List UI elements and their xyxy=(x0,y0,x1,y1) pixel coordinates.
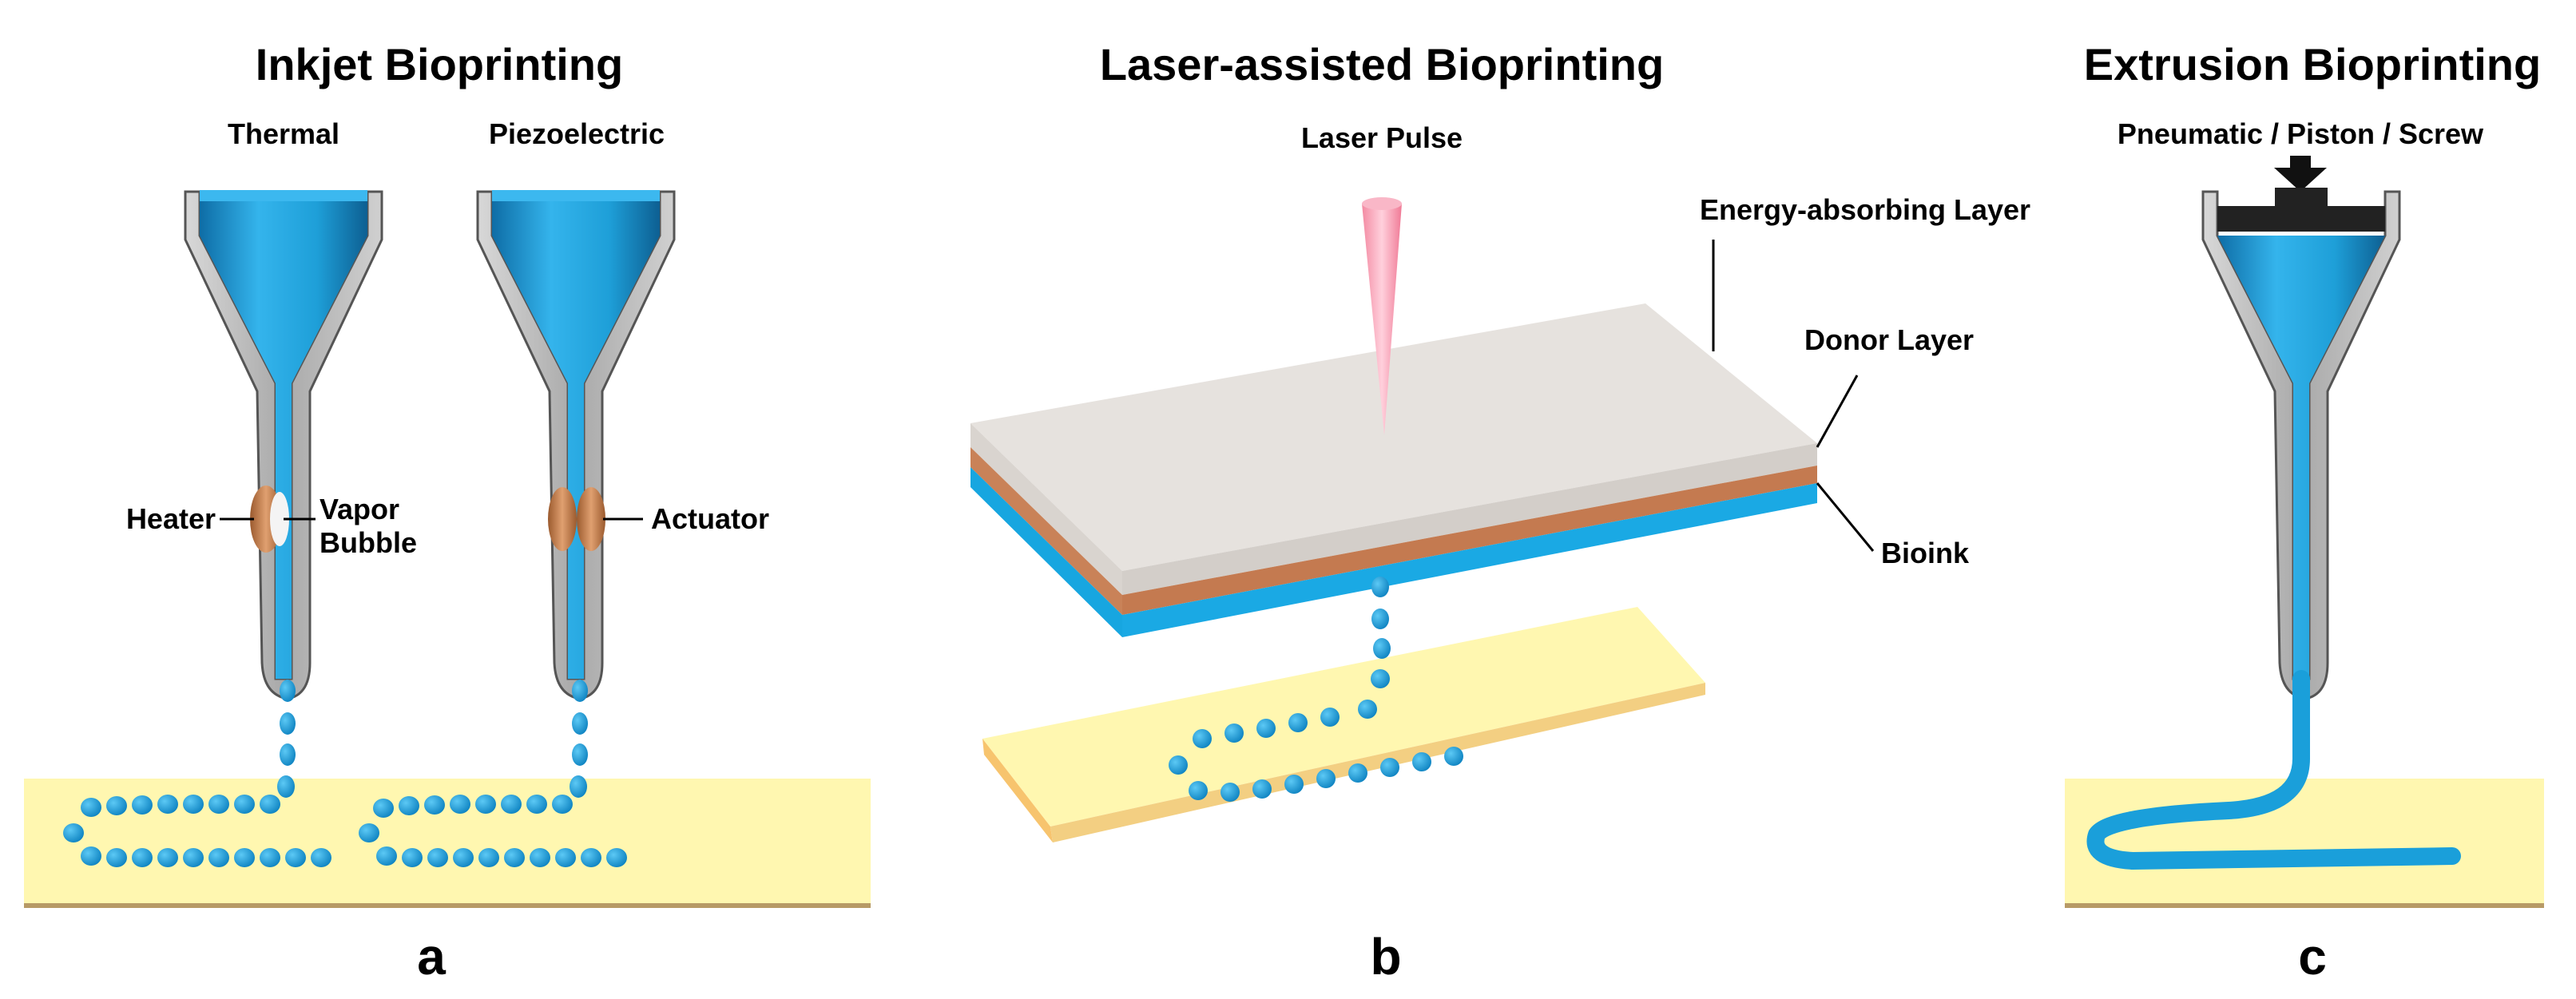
vapor-bubble-icon xyxy=(270,492,289,546)
panel-c: Extrusion Bioprinting Pneumatic / Piston… xyxy=(2065,39,2544,985)
droplets-b xyxy=(1169,577,1463,802)
panel-b-letter: b xyxy=(1370,928,1401,985)
vapor-label-line2: Bubble xyxy=(320,526,417,559)
substrate-b xyxy=(982,607,1705,842)
bioink-layer xyxy=(970,467,1122,637)
panel-a-title: Inkjet Bioprinting xyxy=(256,39,623,89)
droplets-thermal xyxy=(63,680,331,867)
extruded-filament xyxy=(2086,670,2461,870)
extrusion-nozzle xyxy=(2201,188,2401,700)
vapor-label-line1: Vapor xyxy=(320,493,399,525)
bioink-label: Bioink xyxy=(1881,537,1970,569)
mechanism-label: Pneumatic / Piston / Screw xyxy=(2118,117,2484,150)
actuator-icon-right xyxy=(577,487,605,551)
panel-a: Inkjet Bioprinting Thermal Piezoelectric… xyxy=(24,39,871,985)
thermal-nozzle xyxy=(184,190,383,700)
actuator-icon-left xyxy=(548,487,577,551)
panel-a-letter: a xyxy=(417,928,446,985)
heater-label: Heater xyxy=(126,502,216,535)
laser-label: Laser Pulse xyxy=(1301,121,1463,154)
energy-layer-label: Energy-absorbing Layer xyxy=(1700,193,2030,226)
layered-slab xyxy=(970,303,1817,637)
thermal-label: Thermal xyxy=(228,117,339,150)
substrate-c xyxy=(2065,779,2544,906)
donor-layer-label: Donor Layer xyxy=(1804,323,1974,356)
panel-c-letter: c xyxy=(2298,928,2327,985)
substrate-c-edge xyxy=(2065,903,2544,908)
donor-leader xyxy=(1816,375,1859,448)
panel-c-title: Extrusion Bioprinting xyxy=(2084,39,2541,89)
pressure-arrow-icon xyxy=(2274,156,2327,192)
piezo-label: Piezoelectric xyxy=(489,117,665,150)
laser-beam xyxy=(1362,204,1402,435)
droplets-piezo xyxy=(359,680,627,867)
piston-plate xyxy=(2217,206,2385,232)
piezo-nozzle xyxy=(476,190,676,700)
substrate-a xyxy=(24,779,871,906)
substrate-a-edge xyxy=(24,903,871,908)
panel-b-title: Laser-assisted Bioprinting xyxy=(1100,39,1664,89)
panel-b: Laser-assisted Bioprinting Laser Pulse E… xyxy=(970,39,2030,985)
donor-layer xyxy=(970,447,1122,615)
bioink-leader xyxy=(1816,482,1875,552)
energy-absorbing-layer xyxy=(970,303,1817,571)
actuator-label: Actuator xyxy=(651,502,769,535)
